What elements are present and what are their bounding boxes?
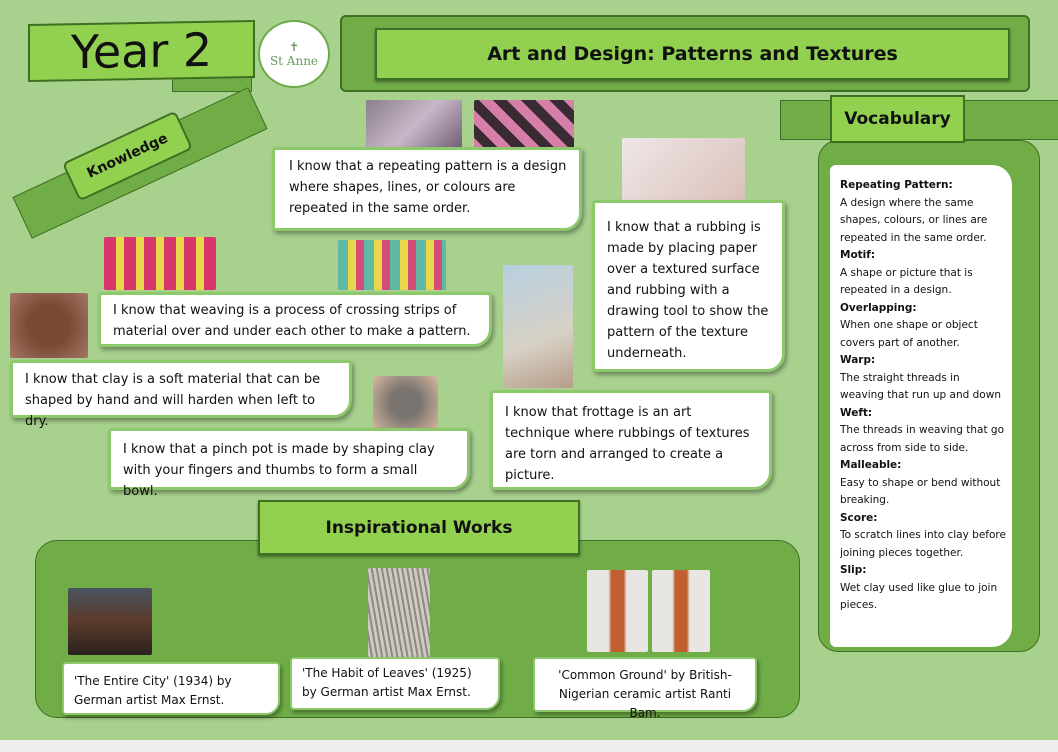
vocab-term: Motif: <box>840 249 876 261</box>
page-title: Art and Design: Patterns and Textures <box>375 28 1010 80</box>
vocab-term: Overlapping: <box>840 301 917 314</box>
knowledge-repeating-pattern: I know that a repeating pattern is a des… <box>272 147 582 231</box>
logo-text: St Anne <box>269 54 319 68</box>
artwork-habit-of-leaves <box>368 568 430 657</box>
vocab-definition: Wet clay used like glue to join pieces. <box>840 581 998 612</box>
cross-icon: ✝ <box>288 40 300 54</box>
photo-paper-weaving <box>104 237 216 290</box>
knowledge-rubbing: I know that a rubbing is made by placing… <box>592 200 785 372</box>
vocabulary-list: Repeating Pattern: A design where the sam… <box>830 165 1012 647</box>
artwork-common-ground-2 <box>652 570 710 652</box>
vocab-term: Repeating Pattern: <box>840 179 953 191</box>
vocab-definition: The straight threads in weaving that run… <box>840 371 1001 402</box>
knowledge-weaving: I know that weaving is a process of cros… <box>98 292 492 347</box>
knowledge-frottage: I know that frottage is an art technique… <box>490 390 772 490</box>
photo-rubbing-scissors <box>622 138 745 206</box>
vocab-definition: To scratch lines into clay before joinin… <box>840 529 1006 559</box>
caption-entire-city: 'The Entire City' (1934) by German artis… <box>62 662 280 715</box>
artwork-common-ground-1 <box>587 570 648 652</box>
vocab-definition: The threads in weaving that go across fr… <box>840 424 1005 454</box>
year-banner: Year 2 <box>28 20 255 82</box>
caption-habit-of-leaves: 'The Habit of Leaves' (1925) by German a… <box>290 657 500 710</box>
photo-weaving-2 <box>338 240 446 290</box>
inspirational-heading: Inspirational Works <box>258 500 580 555</box>
vocab-item: Malleable: Easy to shape or bend without … <box>840 457 1006 510</box>
artwork-entire-city <box>68 588 152 655</box>
school-logo: ✝St Anne <box>258 20 330 88</box>
photo-printing-hands <box>366 100 462 152</box>
photo-pink-pattern <box>474 100 574 152</box>
vocab-item: Overlapping: When one shape or object cov… <box>840 300 1006 353</box>
vocab-item: Slip: Wet clay used like glue to join pie… <box>840 562 1006 615</box>
vocab-term: Malleable: <box>840 459 902 471</box>
vocab-item: Repeating Pattern: A design where the sam… <box>840 177 1006 247</box>
vocab-term: Weft: <box>840 406 873 419</box>
vocab-item: Weft: The threads in weaving that go acro… <box>840 405 1006 458</box>
photo-clay-discs <box>10 293 88 358</box>
vocab-definition: Easy to shape or bend without breaking. <box>840 476 1001 507</box>
vocab-item: Motif: A shape or picture that is repeate… <box>840 247 1006 300</box>
vocab-definition: When one shape or object covers part of … <box>840 319 978 349</box>
vocab-term: Score: <box>840 511 878 524</box>
vocab-definition: A shape or picture that is repeated in a… <box>840 266 973 297</box>
vocab-item: Score: To scratch lines into clay before … <box>840 510 1006 563</box>
vocab-term: Slip: <box>840 564 867 576</box>
caption-common-ground: 'Common Ground' by British-Nigerian cera… <box>533 657 757 720</box>
knowledge-clay: I know that clay is a soft material that… <box>10 360 352 429</box>
vocab-term: Warp: <box>840 354 876 366</box>
photo-frottage <box>503 265 573 388</box>
knowledge-pinch-pot: I know that a pinch pot is made by shapi… <box>108 428 470 499</box>
vocab-item: Warp: The straight threads in weaving tha… <box>840 352 1006 405</box>
vocab-definition: A design where the same shapes, colours,… <box>840 196 988 244</box>
photo-pinch-pot <box>373 376 438 430</box>
vocabulary-heading: Vocabulary <box>830 95 965 143</box>
